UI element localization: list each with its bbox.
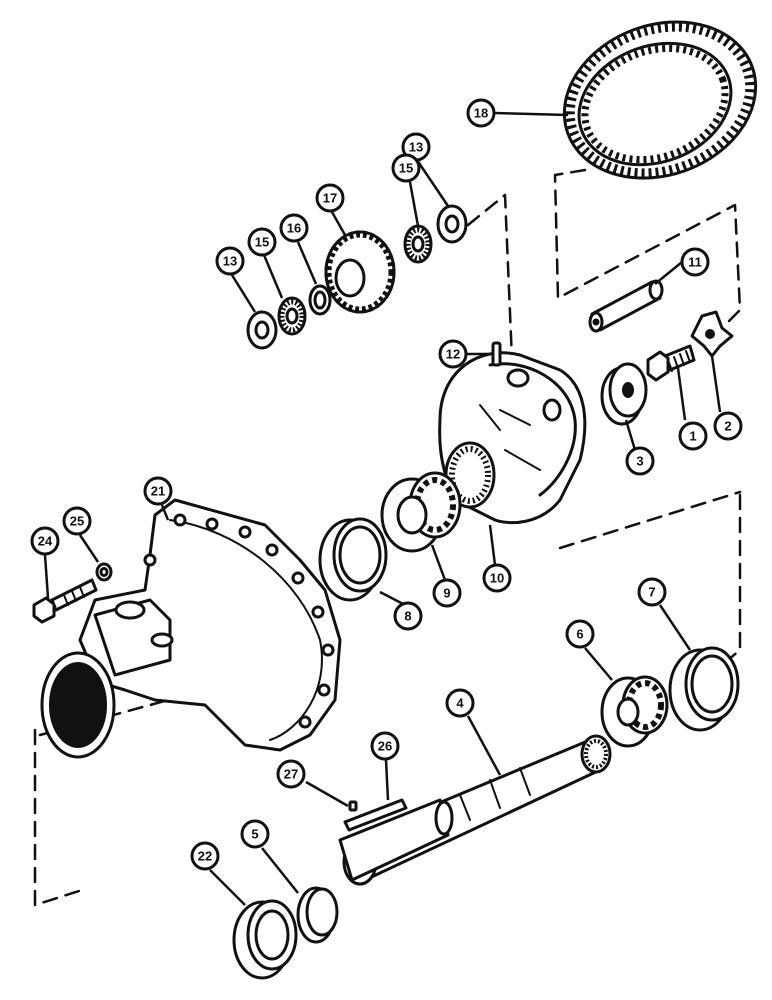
callout-label-4: 4 xyxy=(456,696,464,711)
callout-label-10: 10 xyxy=(490,571,504,586)
spacer-16 xyxy=(308,284,332,316)
callout-label-18: 18 xyxy=(474,106,488,121)
callout-1: 1 xyxy=(678,421,708,451)
callout-label-7: 7 xyxy=(648,585,655,600)
callout-3: 3 xyxy=(625,446,655,476)
assembly-line-upper xyxy=(466,193,514,362)
planet-gear-17 xyxy=(324,230,396,314)
callout-15-right: 15 xyxy=(391,153,421,183)
needle-bearing-15-right xyxy=(403,224,433,264)
callout-label-2: 2 xyxy=(724,419,731,434)
callout-12: 12 xyxy=(438,339,468,369)
callout-15-left: 15 xyxy=(247,227,277,257)
assembly-line-18 xyxy=(553,168,742,324)
callout-5: 5 xyxy=(240,819,270,849)
bearing-cone-9 xyxy=(380,471,462,553)
seal-ring-5 xyxy=(296,886,339,944)
callout-label-27: 27 xyxy=(284,767,298,782)
callout-4: 4 xyxy=(445,688,475,718)
key-26 xyxy=(343,798,408,832)
axle-shaft-4 xyxy=(338,734,612,886)
callout-24: 24 xyxy=(30,526,60,556)
retainer-washer-3 xyxy=(600,362,648,426)
ring-gear-18 xyxy=(562,20,758,180)
callout-label-13-right: 13 xyxy=(409,140,423,155)
planet-pin-11 xyxy=(588,279,664,333)
callout-16: 16 xyxy=(279,213,309,243)
lock-plate-2 xyxy=(690,310,734,358)
callout-11: 11 xyxy=(680,247,710,277)
callout-25: 25 xyxy=(62,506,92,536)
callout-2: 2 xyxy=(713,411,743,441)
needle-bearing-15-left xyxy=(277,296,307,336)
callout-label-21: 21 xyxy=(151,484,165,499)
callout-label-5: 5 xyxy=(251,827,258,842)
bearing-cup-7 xyxy=(668,646,740,732)
callout-label-15-right: 15 xyxy=(399,161,413,176)
callout-17: 17 xyxy=(315,183,345,213)
callout-label-24: 24 xyxy=(38,534,53,549)
callout-22: 22 xyxy=(190,841,220,871)
bearing-cone-6 xyxy=(600,675,669,748)
assembly-line-lower xyxy=(33,493,742,907)
pin-27 xyxy=(348,800,358,812)
callout-27: 27 xyxy=(276,759,306,789)
callout-label-17: 17 xyxy=(323,191,337,206)
callout-8: 8 xyxy=(393,601,423,631)
callout-label-8: 8 xyxy=(404,609,411,624)
planet-carrier-10 xyxy=(438,351,587,525)
callout-label-3: 3 xyxy=(636,454,643,469)
callout-13-left: 13 xyxy=(215,246,245,276)
callout-label-1: 1 xyxy=(689,429,696,444)
callout-label-12: 12 xyxy=(446,347,460,362)
callout-label-22: 22 xyxy=(198,849,212,864)
callout-26: 26 xyxy=(370,731,400,761)
callout-label-11: 11 xyxy=(688,255,702,270)
callout-label-26: 26 xyxy=(378,739,392,754)
callout-label-15-left: 15 xyxy=(255,235,269,250)
oil-seal-22 xyxy=(232,899,298,980)
callout-6: 6 xyxy=(565,619,595,649)
callout-label-6: 6 xyxy=(576,627,583,642)
washer-25 xyxy=(95,562,113,582)
bearing-cup-8 xyxy=(318,517,388,602)
axle-housing-21 xyxy=(40,498,342,759)
callout-21: 21 xyxy=(143,476,173,506)
callout-7: 7 xyxy=(637,577,667,607)
thrust-washer-13-right xyxy=(436,204,468,244)
dowel-pin-12 xyxy=(491,341,502,367)
callout-label-13-left: 13 xyxy=(223,254,237,269)
callout-label-9: 9 xyxy=(443,586,450,601)
callout-18: 18 xyxy=(466,98,496,128)
leader-lines xyxy=(43,111,722,906)
callout-label-25: 25 xyxy=(70,514,84,529)
callout-10: 10 xyxy=(482,563,512,593)
cap-screw-1 xyxy=(646,344,696,382)
callout-9: 9 xyxy=(432,578,462,608)
bolt-24 xyxy=(32,578,98,624)
thrust-washer-13-left xyxy=(246,310,278,350)
callout-label-16: 16 xyxy=(287,221,301,236)
